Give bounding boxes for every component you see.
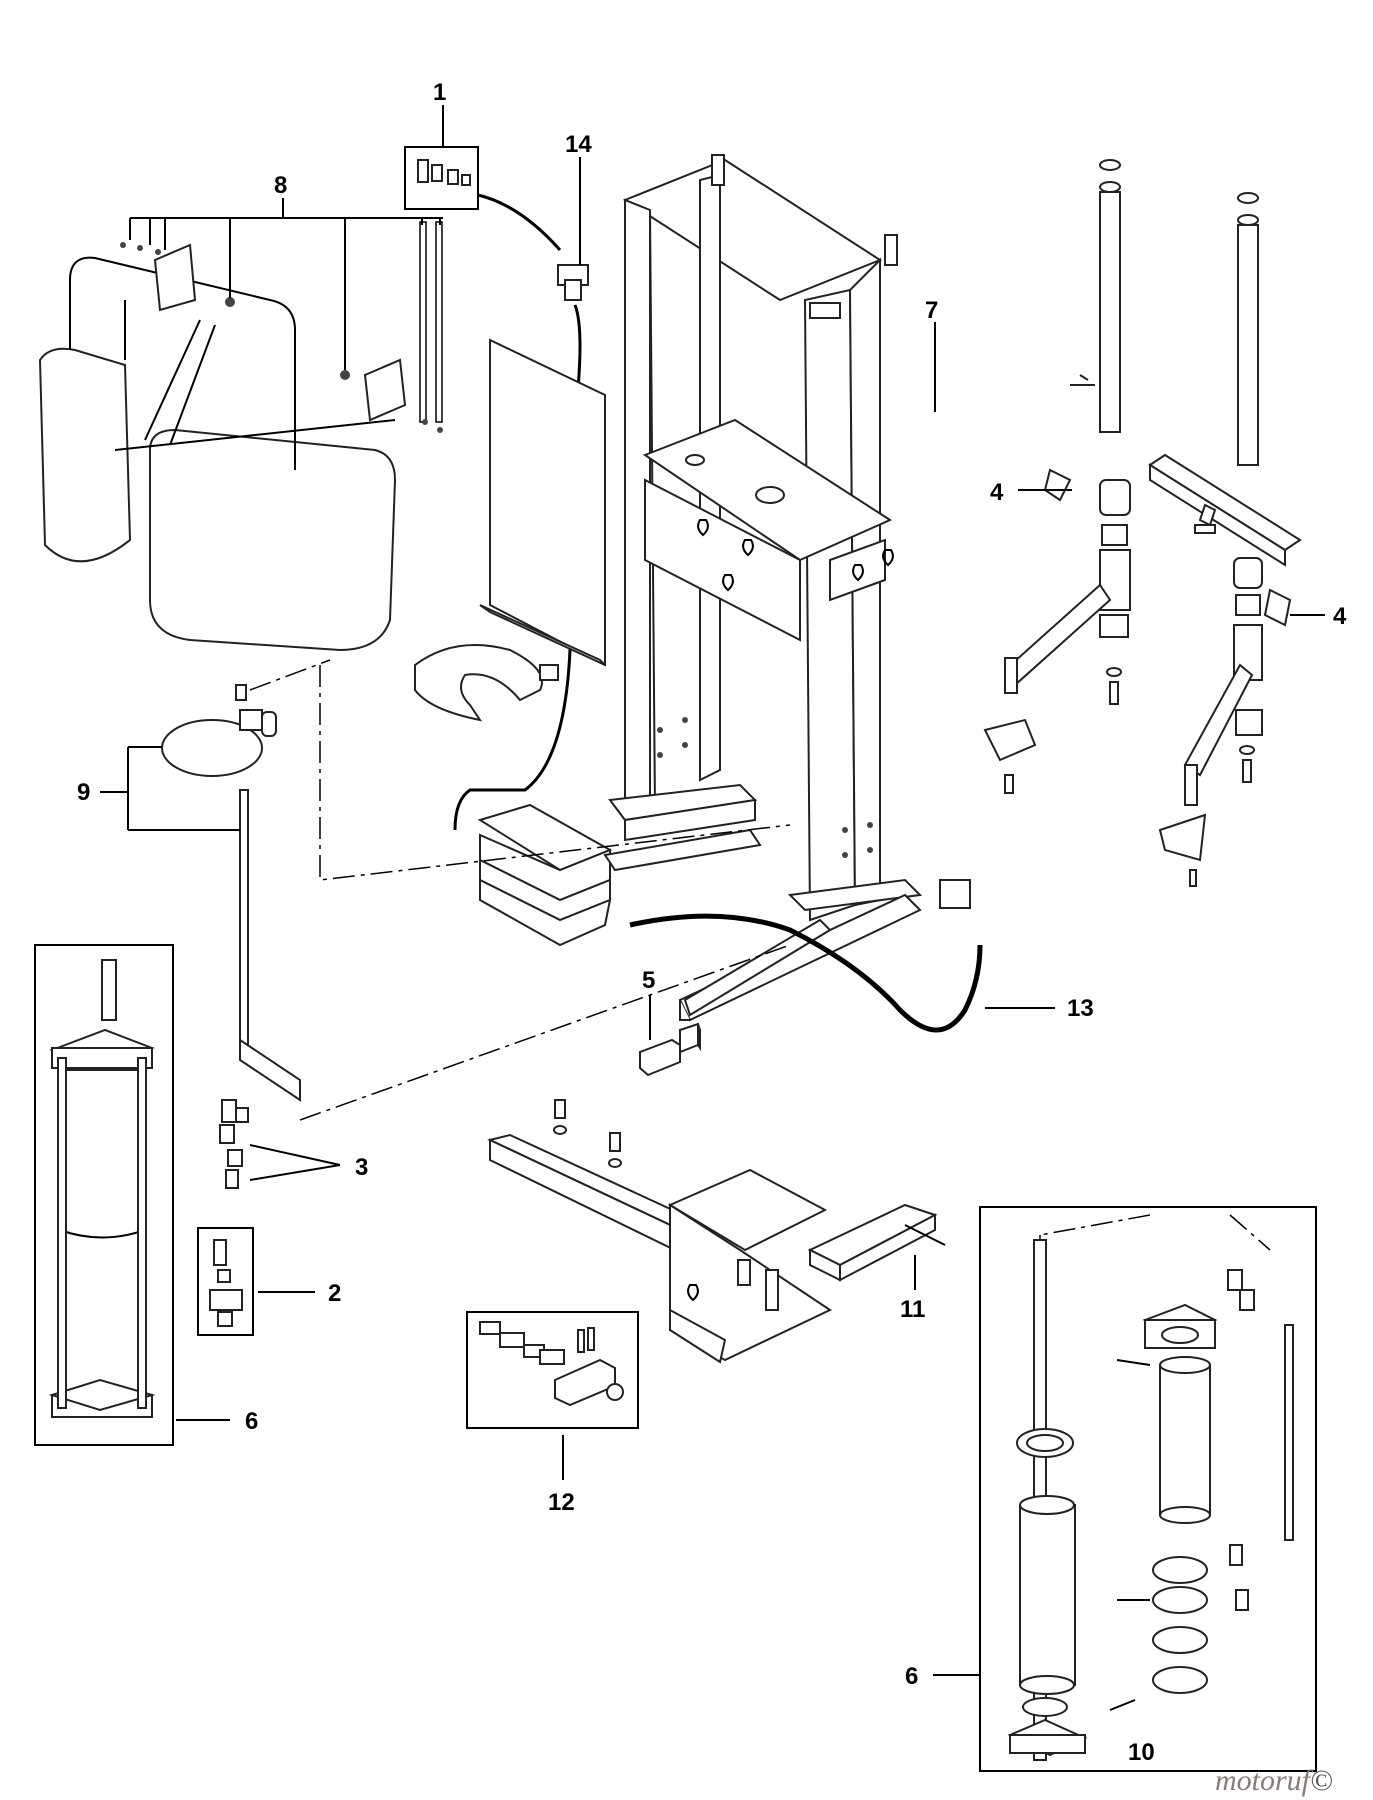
watermark: motoruf© (1215, 1764, 1333, 1797)
base-tray (487, 1099, 946, 1364)
base-bar (603, 828, 971, 1017)
slide-pad-5 (639, 1022, 701, 1077)
pressure-gauge (161, 684, 301, 1102)
callout-labels: 1 14 8 7 4 4 9 5 13 3 2 6 11 12 6 10 (77, 79, 1347, 1766)
callout-5: 5 (642, 967, 655, 994)
watermark-mark: © (1310, 1764, 1333, 1797)
callout-6-left: 6 (245, 1408, 258, 1435)
assembly-dashed-line-b (299, 944, 791, 1121)
callout-10: 10 (1128, 1739, 1155, 1766)
callout-14: 14 (565, 131, 592, 158)
fittings-box-12 (466, 1311, 639, 1429)
cylinder-left-box (34, 944, 174, 1446)
callout-13: 13 (1067, 995, 1094, 1022)
assembly-dashed-line-c (249, 659, 331, 691)
shield-plate (479, 338, 606, 667)
callout-11: 11 (900, 1296, 925, 1323)
fittings-box-2 (197, 1227, 254, 1336)
fittings-3 (219, 1099, 249, 1189)
pedal-valve (477, 803, 613, 947)
basket-assembly (38, 221, 443, 652)
work-support (414, 644, 559, 722)
callout-4-right: 4 (1333, 603, 1347, 630)
callout-7: 7 (925, 297, 938, 324)
callout-2: 2 (328, 1280, 341, 1307)
watermark-text: motoruf (1215, 1764, 1314, 1797)
callout-8: 8 (274, 172, 287, 199)
callout-1: 1 (433, 79, 446, 106)
cylinder-exploded-box (979, 1206, 1317, 1772)
callout-9: 9 (77, 779, 90, 806)
hose-13 (629, 913, 983, 1033)
air-hose-switch (453, 193, 589, 831)
callout-6-right: 6 (905, 1663, 918, 1690)
callout-4-left: 4 (990, 479, 1004, 506)
column-assembly (983, 159, 1302, 887)
valve-fittings-box (404, 146, 479, 210)
callout-3: 3 (355, 1154, 368, 1181)
main-frame (608, 154, 923, 1022)
svg-text:motoruf©: motoruf© (1215, 1764, 1333, 1797)
leader-lines (100, 105, 1325, 1711)
callout-12: 12 (548, 1489, 575, 1516)
